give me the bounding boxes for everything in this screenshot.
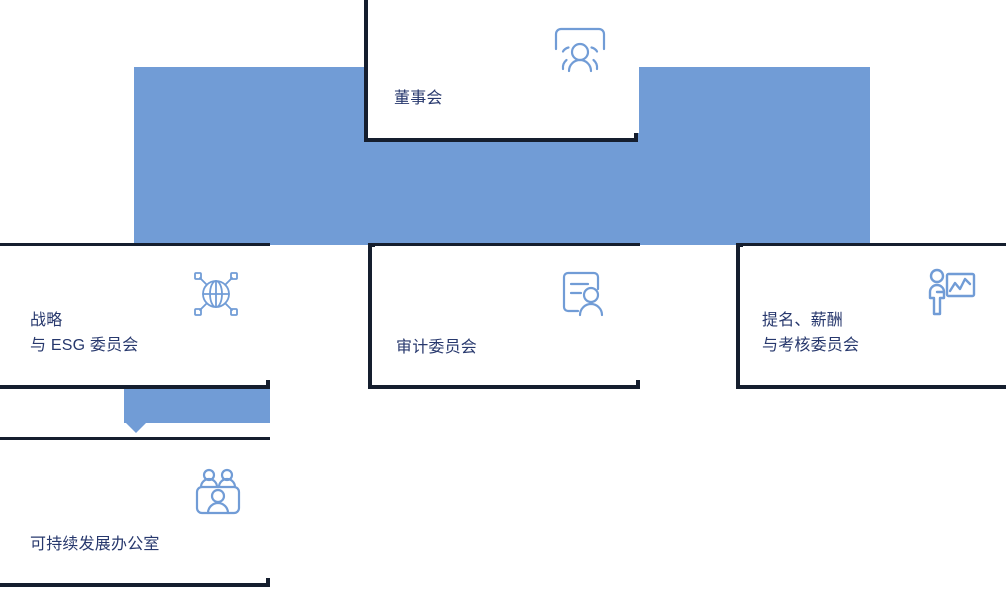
- globe-network-icon: [190, 268, 242, 320]
- node-label-audit-committee: 审计委员会: [396, 339, 478, 356]
- connector-right-branch: [736, 195, 870, 245]
- connector-arrow-sustain: [126, 423, 146, 433]
- node-label-nomination-committee: 提名、薪酬 与考核委员会: [762, 312, 860, 354]
- node-audit-committee[interactable]: [368, 243, 641, 389]
- node-label-strategy-esg-committee: 战略 与 ESG 委员会: [30, 312, 139, 354]
- node-board-of-directors[interactable]: [364, 0, 639, 142]
- node-sustainability-office[interactable]: [0, 437, 271, 587]
- document-person-icon: [558, 269, 608, 319]
- node-label-board-of-directors: 董事会: [394, 90, 443, 107]
- team-group-icon: [193, 468, 243, 518]
- board-of-directors-icon: [552, 25, 608, 77]
- node-strategy-esg-committee[interactable]: [0, 243, 271, 389]
- presenter-chart-icon: [925, 268, 977, 316]
- node-nomination-committee[interactable]: [736, 243, 1006, 389]
- node-label-sustainability-office: 可持续发展办公室: [30, 536, 160, 553]
- connector-left-trunk: [134, 195, 736, 245]
- connector-strategy-drop: [124, 389, 270, 423]
